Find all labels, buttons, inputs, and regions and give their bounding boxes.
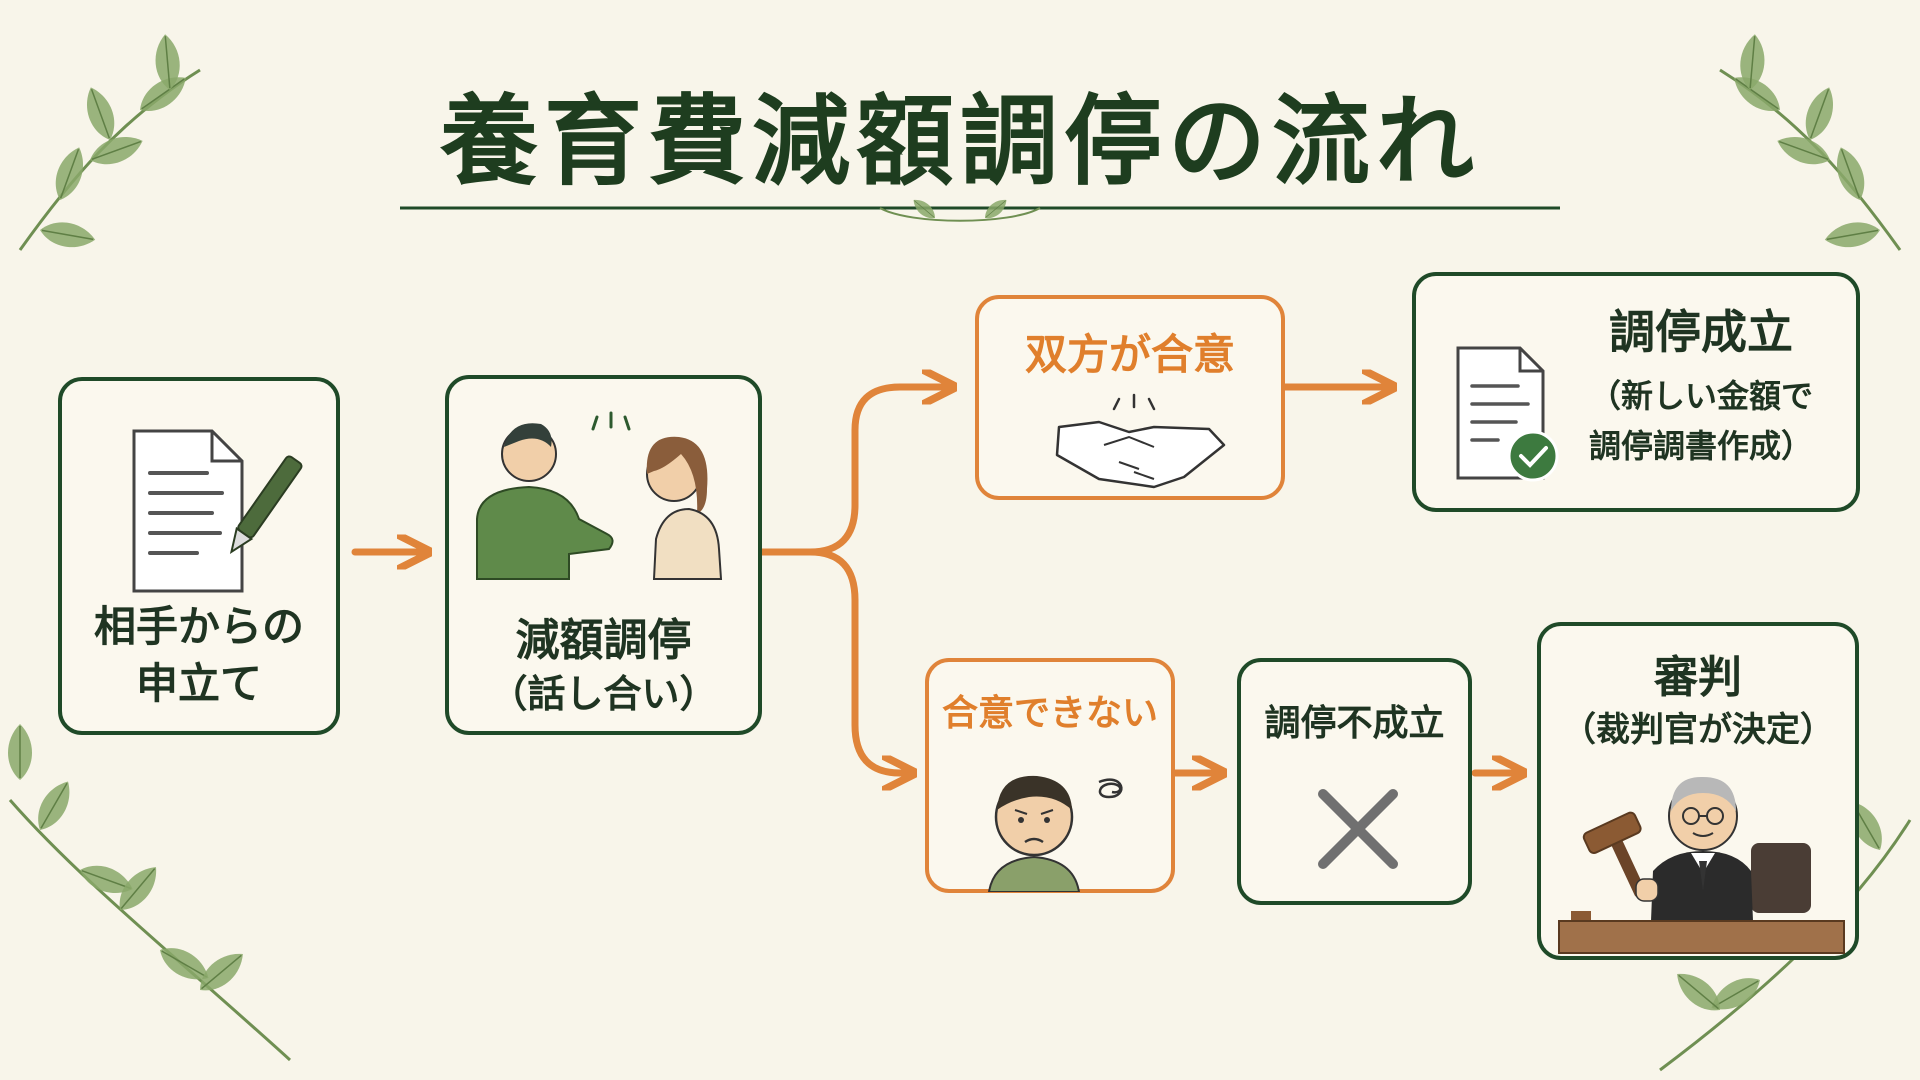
success-label-line1: 調停成立 — [1609, 305, 1793, 359]
node-agree: 双方が合意 — [975, 295, 1285, 500]
branch-to-agree — [758, 387, 950, 556]
success-label-line3: 調停調書作成） — [1588, 427, 1813, 465]
judgment-label-line2: （裁判官が決定） — [1562, 710, 1834, 750]
mediation-label-line1: 減額調停 — [515, 615, 692, 666]
title-underline — [400, 195, 1560, 223]
branch-to-disagree — [806, 548, 910, 773]
application-label-line1: 相手からの — [93, 602, 304, 651]
success-label-line2: （新しい金額で — [1588, 377, 1813, 415]
cross-mark-icon — [1318, 789, 1398, 869]
node-disagree: 合意できない — [925, 658, 1175, 893]
node-success: 調停成立 （新しい金額で 調停調書作成） — [1412, 272, 1860, 512]
judge-with-gavel-icon — [1558, 776, 1845, 954]
agree-label: 双方が合意 — [1024, 330, 1235, 379]
leaf-branch-top-right-icon — [1719, 32, 1902, 253]
mediation-label-line2: （話し合い） — [489, 672, 718, 716]
leaf-branch-top-left-icon — [18, 32, 201, 253]
approved-document-icon — [1456, 346, 1559, 482]
document-pen-icon — [132, 429, 303, 593]
two-people-talking-icon — [476, 411, 723, 580]
fail-label: 調停不成立 — [1264, 703, 1445, 744]
node-mediation: 減額調停 （話し合い） — [445, 375, 762, 735]
page-title: 養育費減額調停の流れ — [439, 85, 1480, 199]
troubled-person-icon — [987, 775, 1123, 892]
node-judgment: 審判 （裁判官が決定） — [1537, 622, 1859, 960]
node-fail: 調停不成立 — [1237, 658, 1472, 905]
judgment-label-line1: 審判 — [1654, 652, 1742, 703]
handshake-icon — [1055, 393, 1226, 489]
disagree-label: 合意できない — [941, 693, 1158, 734]
node-application: 相手からの 申立て — [58, 377, 340, 735]
leaf-branch-bottom-left-icon — [7, 723, 292, 1062]
application-label-line2: 申立て — [135, 659, 262, 708]
